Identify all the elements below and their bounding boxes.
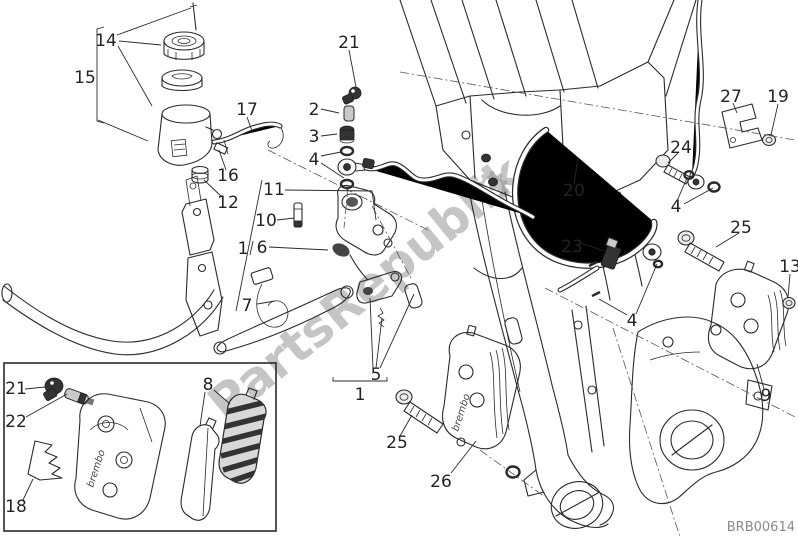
callout-25-b: 25 <box>386 433 408 453</box>
callout-21-inset: 21 <box>5 379 27 399</box>
callouts: 14 15 17 16 12 11 10 1 6 7 21 2 3 4 5 1 … <box>5 31 798 517</box>
callout-23: 23 <box>561 237 583 257</box>
callout-18: 18 <box>5 497 27 517</box>
callout-9: 9 <box>761 386 772 406</box>
callout-3: 3 <box>309 127 320 147</box>
callout-1-a: 1 <box>238 239 249 259</box>
callout-15: 15 <box>74 68 96 88</box>
bleed-union <box>342 86 362 105</box>
lever-perch <box>181 175 223 337</box>
master-cylinder-hose <box>362 158 533 217</box>
callout-26: 26 <box>430 472 452 492</box>
callout-22: 22 <box>5 412 27 432</box>
callout-16: 16 <box>217 166 239 186</box>
diagram-code: BRB00614 <box>727 520 795 535</box>
callout-4-a: 4 <box>309 150 320 170</box>
reservoir-assembly <box>157 2 229 184</box>
brake-lever-blade <box>213 285 354 355</box>
caliper-bolt-25-left <box>395 389 444 434</box>
callout-24: 24 <box>670 138 692 158</box>
callout-10: 10 <box>255 211 277 231</box>
caliper-grommet <box>505 465 521 479</box>
seal-washer <box>683 169 695 180</box>
upper-right-hose <box>687 0 705 190</box>
leader-lines <box>22 7 791 501</box>
callout-7: 7 <box>242 296 253 316</box>
banjo-bolt-24 <box>655 154 691 185</box>
union-fitting <box>343 105 355 122</box>
callout-13: 13 <box>779 257 798 277</box>
callout-2: 2 <box>309 100 320 120</box>
seal-washer-upper <box>339 145 355 157</box>
pad-spring-18 <box>27 440 63 481</box>
hose-nut <box>339 125 355 144</box>
hose-guide-wire <box>250 267 289 328</box>
frame-and-fork <box>399 0 773 529</box>
sensor-fitting-23 <box>600 236 622 270</box>
bleed-cap-21 <box>43 377 64 401</box>
right-hose-fittings <box>600 103 777 270</box>
hoses <box>214 0 705 328</box>
callout-1-b: 1 <box>355 385 366 405</box>
callout-8: 8 <box>203 375 214 395</box>
callout-19: 19 <box>767 87 789 107</box>
callout-5: 5 <box>371 365 382 385</box>
callout-20: 20 <box>563 181 585 201</box>
callout-14: 14 <box>95 31 117 51</box>
banjo-fitting <box>337 158 367 176</box>
sensor-hose <box>560 260 601 298</box>
pushrod-parts <box>356 271 523 345</box>
front-caliper-left: brembo <box>395 324 521 479</box>
callout-4-b: 4 <box>671 197 682 217</box>
seal-washer <box>707 181 721 193</box>
caliper-nut-13 <box>782 296 796 310</box>
brake-hose-loop <box>515 130 664 267</box>
master-cylinder-assembly <box>213 184 523 355</box>
callout-21-top: 21 <box>338 33 360 53</box>
brand-text: brembo <box>450 393 472 433</box>
callout-12: 12 <box>217 193 239 213</box>
caliper-bolt-25-right <box>677 230 725 272</box>
hose-clip-27 <box>721 103 763 149</box>
callout-27: 27 <box>720 87 742 107</box>
brand-text: brembo <box>85 449 107 489</box>
callout-4-c: 4 <box>627 311 638 331</box>
reservoir-hose <box>214 124 284 149</box>
callout-17: 17 <box>236 100 258 120</box>
callout-11: 11 <box>263 180 285 200</box>
seal-washer-lower <box>339 178 355 190</box>
inset-caliper: brembo <box>74 393 166 520</box>
brake-pad-friction <box>218 387 267 484</box>
front-caliper-right <box>677 230 796 370</box>
inset-box: brembo <box>3 362 277 532</box>
clip-nut-19 <box>761 133 777 147</box>
brake-pad-plain <box>180 417 220 521</box>
callout-6: 6 <box>257 238 268 258</box>
handlebar <box>1 175 224 356</box>
reservoir-grommet <box>191 165 209 184</box>
fitting-column <box>337 86 367 190</box>
callout-25-a: 25 <box>730 218 752 238</box>
